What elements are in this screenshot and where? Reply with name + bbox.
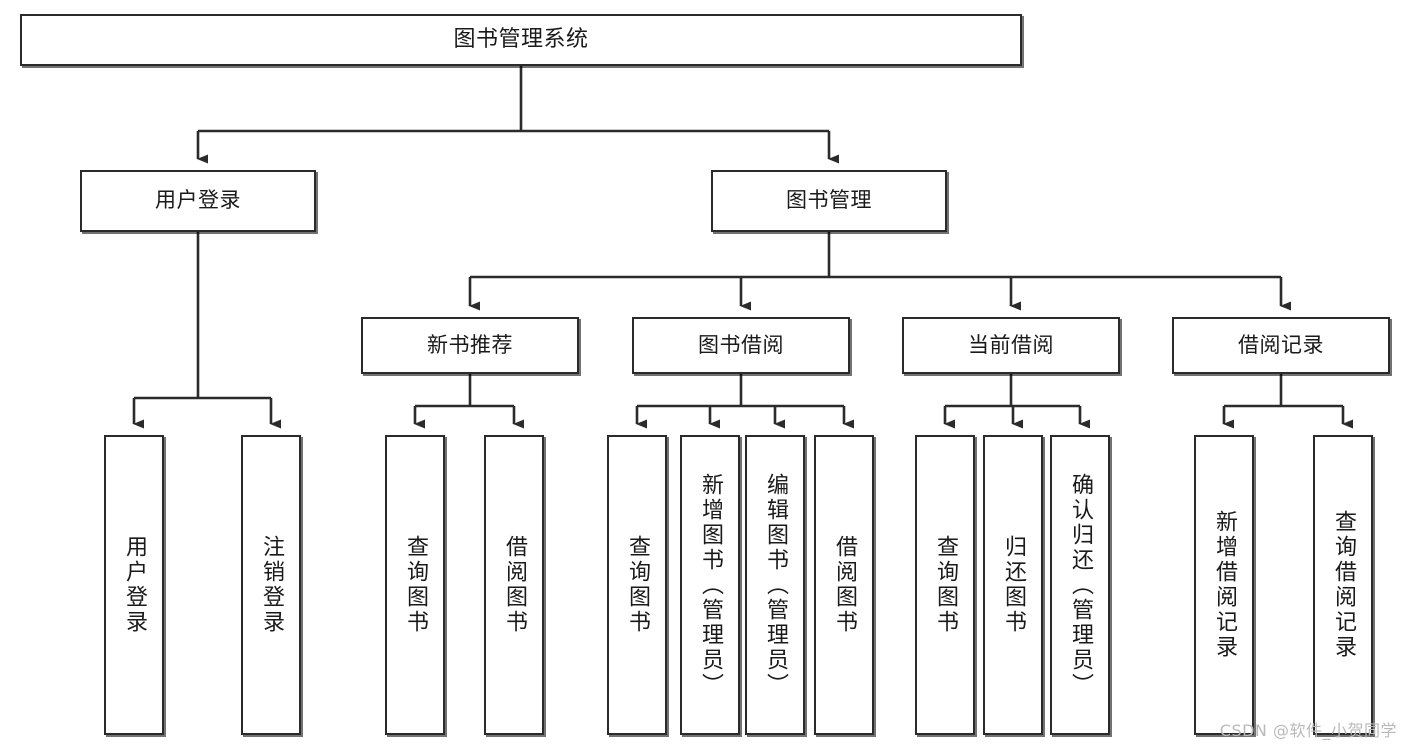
- node-leaf-query-book-3[interactable]: 查询图书: [915, 435, 975, 735]
- node-label-leaf-borrow-book-1: 借阅图书: [501, 535, 527, 635]
- node-borrow-record[interactable]: 借阅记录: [1172, 317, 1390, 374]
- node-label-leaf-user-logout: 注销登录: [258, 535, 284, 635]
- node-label-leaf-borrow-book-2: 借阅图书: [831, 535, 857, 635]
- node-label-leaf-query-book-3: 查询图书: [932, 535, 958, 635]
- node-label-book-mgmt: 图书管理: [786, 188, 872, 213]
- node-current-borrow[interactable]: 当前借阅: [902, 317, 1120, 374]
- node-book-borrow[interactable]: 图书借阅: [632, 317, 850, 374]
- node-label-user-login: 用户登录: [155, 188, 241, 213]
- node-leaf-edit-book[interactable]: 编辑图书（管理员）: [745, 435, 805, 735]
- node-label-root: 图书管理系统: [453, 26, 589, 52]
- node-leaf-return-book[interactable]: 归还图书: [983, 435, 1043, 735]
- node-root[interactable]: 图书管理系统: [20, 14, 1022, 66]
- node-label-borrow-record: 借阅记录: [1238, 332, 1324, 357]
- node-label-new-book-rec: 新书推荐: [427, 332, 513, 357]
- node-label-leaf-query-book-2: 查询图书: [624, 535, 650, 635]
- node-new-book-rec[interactable]: 新书推荐: [361, 317, 579, 374]
- node-leaf-query-record[interactable]: 查询借阅记录: [1313, 435, 1373, 735]
- node-leaf-user-logout[interactable]: 注销登录: [241, 435, 301, 735]
- node-book-mgmt[interactable]: 图书管理: [711, 170, 947, 232]
- node-label-leaf-confirm-return: 确认归还（管理员）: [1067, 472, 1093, 698]
- node-leaf-add-book[interactable]: 新增图书（管理员）: [680, 435, 740, 735]
- node-label-leaf-edit-book: 编辑图书（管理员）: [762, 472, 788, 698]
- node-label-leaf-add-record: 新增借阅记录: [1211, 510, 1237, 660]
- node-label-leaf-add-book: 新增图书（管理员）: [697, 472, 723, 698]
- node-label-leaf-query-book-1: 查询图书: [402, 535, 428, 635]
- csdn-watermark: CSDN @软件_小贺同学: [1219, 721, 1397, 740]
- node-label-leaf-return-book: 归还图书: [1000, 535, 1026, 635]
- node-label-current-borrow: 当前借阅: [968, 332, 1054, 357]
- node-label-leaf-query-record: 查询借阅记录: [1330, 510, 1356, 660]
- node-leaf-query-book-2[interactable]: 查询图书: [607, 435, 667, 735]
- node-user-login[interactable]: 用户登录: [80, 170, 316, 232]
- node-leaf-query-book-1[interactable]: 查询图书: [385, 435, 445, 735]
- node-leaf-user-login[interactable]: 用户登录: [104, 435, 164, 735]
- node-leaf-add-record[interactable]: 新增借阅记录: [1194, 435, 1254, 735]
- node-leaf-borrow-book-2[interactable]: 借阅图书: [814, 435, 874, 735]
- node-leaf-borrow-book-1[interactable]: 借阅图书: [484, 435, 544, 735]
- node-leaf-confirm-return[interactable]: 确认归还（管理员）: [1050, 435, 1110, 735]
- node-label-book-borrow: 图书借阅: [698, 332, 784, 357]
- node-label-leaf-user-login: 用户登录: [121, 535, 147, 635]
